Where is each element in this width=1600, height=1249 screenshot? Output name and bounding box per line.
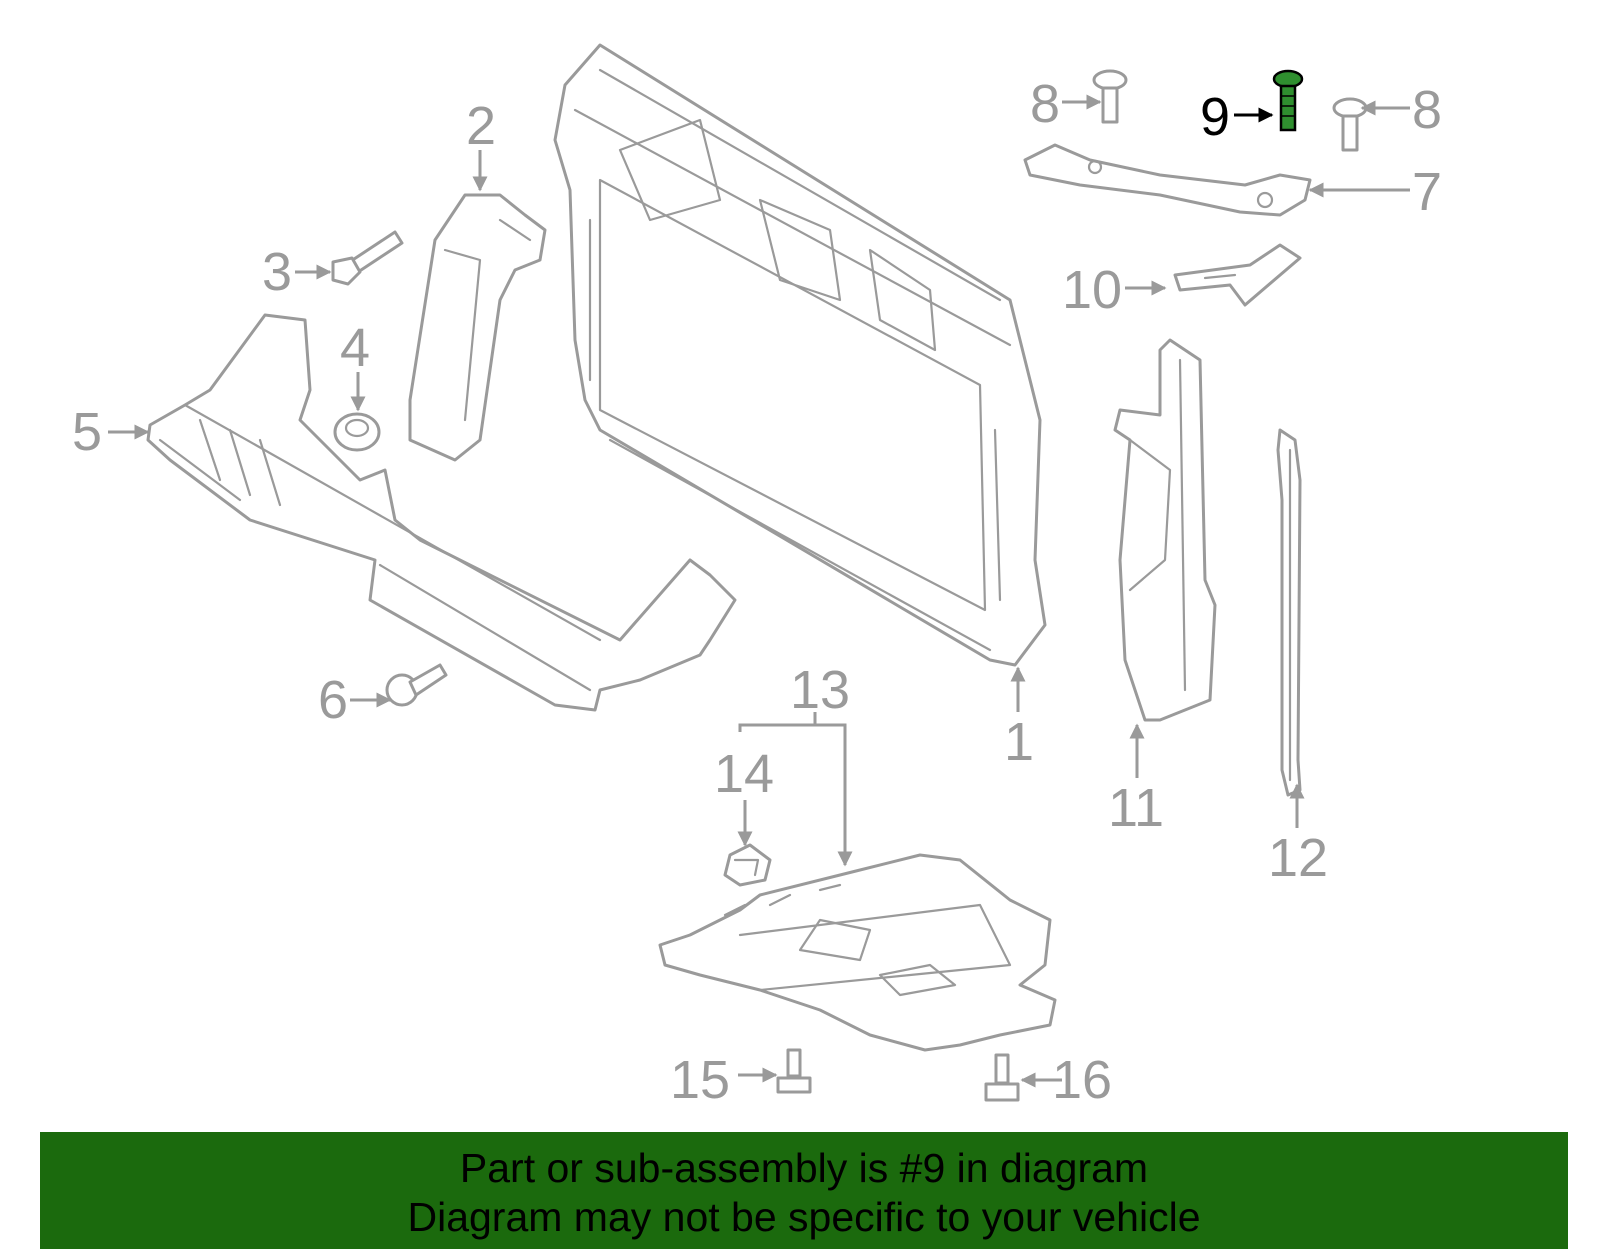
bumper-carrier <box>146 313 737 712</box>
callout-1: 1 <box>1004 712 1034 772</box>
banner-line-1: Part or sub-assembly is #9 in diagram <box>459 1145 1149 1191</box>
clip-14 <box>723 843 772 887</box>
callout-5: 5 <box>72 402 102 462</box>
underbody-shield-13 <box>658 853 1057 1052</box>
callout-labels: 1 2 3 4 5 6 7 8 8 9 10 11 12 13 14 15 16 <box>72 74 1442 1110</box>
info-banner: Part or sub-assembly is #9 in diagram Di… <box>40 1132 1568 1249</box>
bolt-8-right <box>1332 97 1368 152</box>
callout-8-right: 8 <box>1412 80 1442 140</box>
callout-15: 15 <box>670 1050 730 1110</box>
parts-diagram: 1 2 3 4 5 6 7 8 8 9 10 11 12 13 14 15 16 <box>72 43 1442 1110</box>
small-bracket-10 <box>1173 243 1302 307</box>
nut-4 <box>333 412 381 452</box>
bolt-16 <box>984 1053 1020 1102</box>
side-bracket <box>408 193 547 462</box>
callout-8-left: 8 <box>1030 74 1060 134</box>
callout-10: 10 <box>1062 260 1122 320</box>
bolt-3 <box>331 230 404 286</box>
upper-bracket-7 <box>1023 143 1312 217</box>
banner-line-2: Diagram may not be specific to your vehi… <box>407 1194 1201 1240</box>
radiator-support-frame <box>553 43 1047 667</box>
callout-7: 7 <box>1412 162 1442 222</box>
bolt-9-highlighted <box>1272 69 1304 132</box>
callout-2: 2 <box>466 96 496 156</box>
callout-12: 12 <box>1268 828 1328 888</box>
callout-13: 13 <box>790 660 850 720</box>
bolt-8-left <box>1092 69 1128 124</box>
callout-3: 3 <box>262 242 292 302</box>
callout-9: 9 <box>1200 87 1230 147</box>
bolt-15 <box>776 1048 812 1094</box>
screw-6 <box>385 663 448 707</box>
seal-12 <box>1276 428 1302 797</box>
callout-16: 16 <box>1052 1050 1112 1110</box>
callout-6: 6 <box>318 670 348 730</box>
callout-4: 4 <box>340 318 370 378</box>
leader-lines <box>108 94 1410 1088</box>
air-guide-11 <box>1113 338 1217 722</box>
callout-14: 14 <box>714 744 774 804</box>
callout-11: 11 <box>1108 778 1164 838</box>
